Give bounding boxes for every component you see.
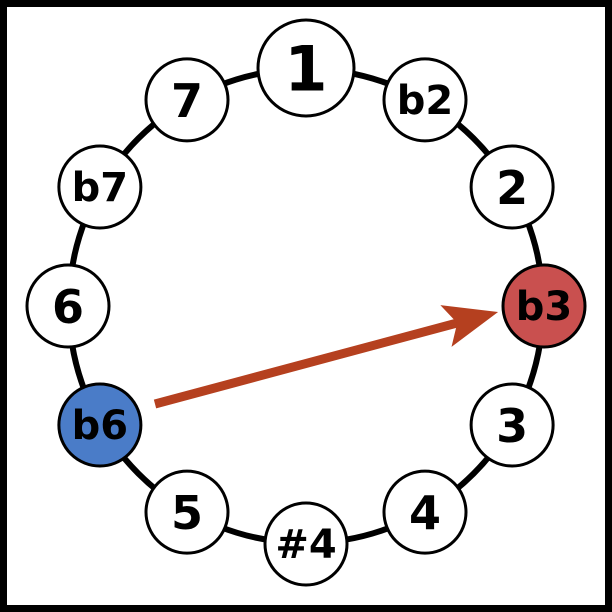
- node-label: #4: [275, 522, 336, 568]
- node-circle: [469, 144, 555, 230]
- node-b3: b3: [501, 263, 587, 349]
- node-sharp4: #4: [263, 501, 349, 587]
- node-circle: [144, 469, 230, 555]
- node-b6: b6: [57, 382, 143, 468]
- node-circle: [263, 501, 349, 587]
- node-3: 3: [469, 382, 555, 468]
- node-circle: [382, 469, 468, 555]
- node-circle: [57, 144, 143, 230]
- node-label: b7: [72, 165, 128, 211]
- node-label: 4: [409, 486, 441, 540]
- node-1: 1: [256, 18, 356, 118]
- node-circle: [144, 57, 230, 143]
- node-6: 6: [25, 263, 111, 349]
- node-circle: [57, 382, 143, 468]
- node-label: 7: [171, 74, 203, 128]
- node-7: 7: [144, 57, 230, 143]
- node-label: 1: [284, 33, 327, 106]
- node-label: 2: [496, 161, 528, 215]
- node-5: 5: [144, 469, 230, 555]
- node-label: b2: [397, 78, 453, 124]
- node-2: 2: [469, 144, 555, 230]
- interval-ring: [66, 66, 546, 546]
- node-circle: [469, 382, 555, 468]
- node-label: b3: [516, 284, 572, 330]
- node-label: b6: [72, 403, 128, 449]
- node-4: 4: [382, 469, 468, 555]
- node-circle: [382, 57, 468, 143]
- node-b7: b7: [57, 144, 143, 230]
- node-circle: [256, 18, 356, 118]
- interval-arrow: [153, 305, 499, 409]
- node-circle: [501, 263, 587, 349]
- node-label: 6: [52, 280, 84, 334]
- node-label: 5: [171, 486, 203, 540]
- node-circle: [25, 263, 111, 349]
- node-label: 3: [496, 399, 528, 453]
- node-b2: b2: [382, 57, 468, 143]
